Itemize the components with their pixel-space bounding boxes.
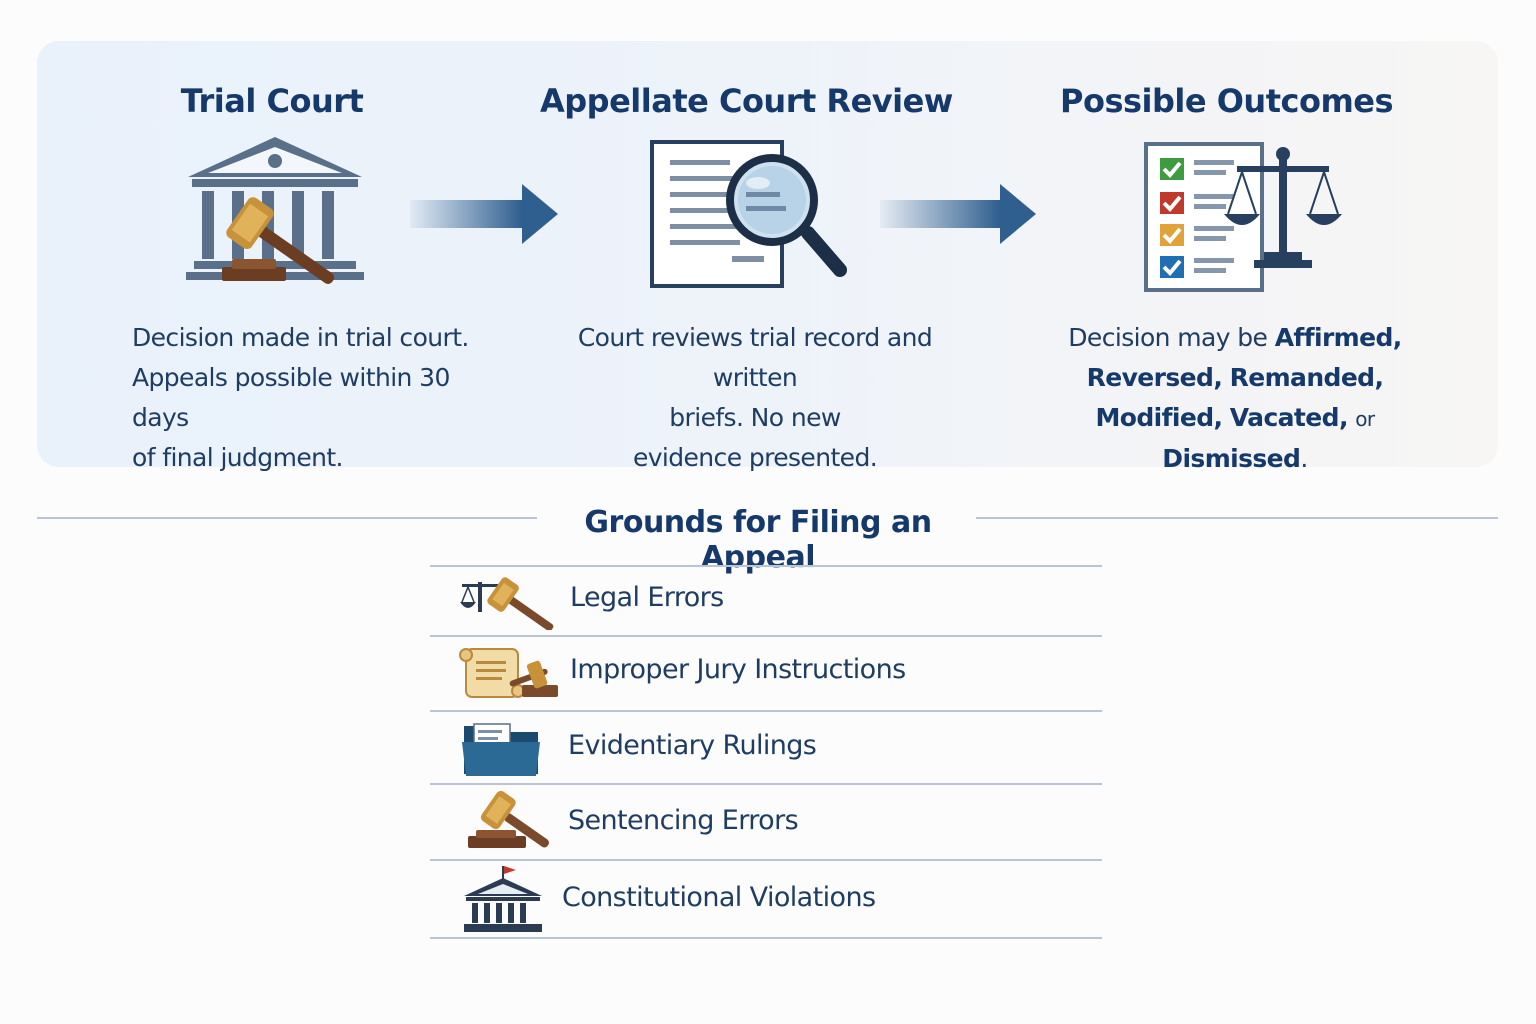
period: . [1300, 444, 1308, 473]
row-divider [430, 937, 1102, 939]
step-desc-trial-court: Decision made in trial court. Appeals po… [132, 318, 512, 478]
step-title-possible-outcomes: Possible Outcomes [1060, 82, 1394, 120]
step-desc-appellate-review: Court reviews trial record and written b… [540, 318, 970, 478]
outcome-vacated: Vacated [1229, 403, 1340, 432]
flow-arrow-icon [880, 184, 1036, 244]
row-divider [430, 783, 1102, 785]
or-text: or [1355, 407, 1375, 431]
desc-line: Decision may be Affirmed, [1040, 318, 1430, 358]
comma: , [1213, 363, 1223, 392]
scales-gavel-icon [460, 577, 554, 630]
desc-line: of final judgment. [132, 443, 344, 472]
scroll-gavel-icon [459, 648, 558, 698]
step-title-trial-court: Trial Court [180, 82, 364, 120]
comma: , [1213, 403, 1224, 432]
capitol-flag-icon [464, 866, 542, 932]
step-title-appellate-review: Appellate Court Review [540, 82, 953, 120]
folder-icon [462, 723, 540, 776]
document-magnifier-icon [650, 140, 847, 288]
row-divider [430, 565, 1102, 567]
desc-line: briefs. No new [669, 403, 841, 432]
grounds-title: Grounds for Filing an Appeal [584, 505, 932, 575]
desc-line: Modified, Vacated, or Dismissed. [1040, 398, 1430, 479]
row-divider [430, 710, 1102, 712]
comma: , [1338, 403, 1349, 432]
flow-arrow-icon [410, 184, 558, 244]
desc-line: Decision made in trial court. [132, 323, 469, 352]
outcome-remanded: Remanded [1229, 363, 1375, 392]
ground-legal-errors: Legal Errors [570, 582, 724, 613]
desc-line: Appeals possible within 30 days [132, 363, 450, 432]
ground-improper-jury-instructions: Improper Jury Instructions [570, 654, 906, 685]
outcome-modified: Modified [1095, 403, 1215, 432]
step-desc-possible-outcomes: Decision may be Affirmed, Reversed, Rema… [1040, 318, 1430, 479]
row-divider [430, 859, 1102, 861]
ground-evidentiary-rulings: Evidentiary Rulings [568, 730, 817, 761]
comma: , [1392, 323, 1403, 352]
gavel-icon [468, 790, 549, 848]
divider-left [37, 517, 537, 519]
desc-prefix: Decision may be [1068, 323, 1275, 352]
outcome-dismissed: Dismissed [1162, 444, 1301, 473]
comma: , [1374, 363, 1384, 392]
row-divider [430, 635, 1102, 637]
desc-line: evidence presented. [632, 443, 878, 472]
divider-right [976, 517, 1498, 519]
desc-line: Court reviews trial record and written [577, 323, 933, 392]
checklist-scales-icon [1144, 142, 1342, 292]
courthouse-gavel-icon [186, 137, 364, 285]
desc-line: Reversed, Remanded, [1040, 358, 1430, 398]
outcome-reversed: Reversed [1086, 363, 1214, 392]
ground-constitutional-violations: Constitutional Violations [562, 882, 876, 913]
outcome-affirmed: Affirmed [1274, 323, 1394, 352]
ground-sentencing-errors: Sentencing Errors [568, 805, 799, 836]
